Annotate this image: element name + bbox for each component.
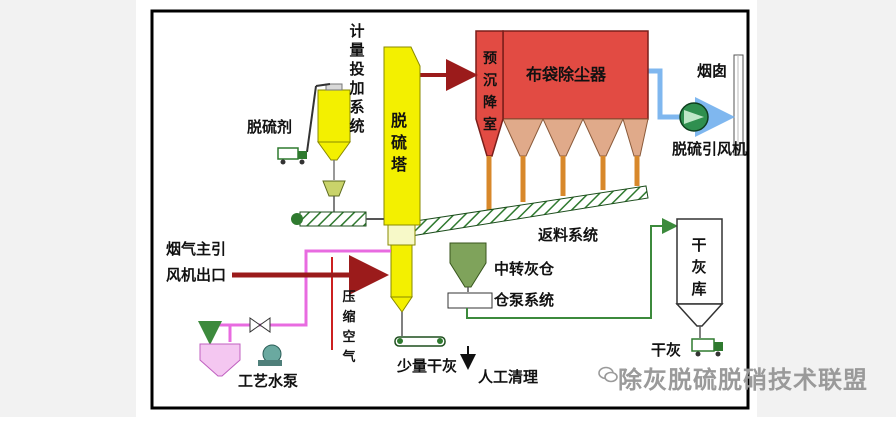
label-manual-clean: 人工清理 [478, 368, 539, 386]
mid-ash-bin [449, 242, 487, 288]
ash-belt-conveyor [394, 336, 446, 347]
belt-roller-2 [437, 338, 443, 344]
label-tower: 脱硫塔 [390, 111, 407, 174]
bag-hopper-4 [622, 118, 649, 157]
label-presettle: 预沉降室 [483, 51, 497, 133]
label-return: 返料系统 [538, 226, 599, 244]
label-flue-inlet-1: 烟气主引 [166, 240, 227, 258]
water-tank [199, 343, 241, 377]
label-flue-inlet-2: 风机出口 [166, 266, 227, 284]
bag-hopper-1 [502, 118, 544, 157]
pump-system-box [447, 292, 493, 309]
label-little-ash: 少量干灰 [397, 357, 458, 375]
label-bag-filter: 布袋除尘器 [526, 65, 607, 84]
bag-filter [502, 30, 649, 120]
ash-truck-icon [691, 338, 723, 357]
label-pump-system: 仓泵系统 [494, 291, 555, 309]
desulfurization-tower [383, 46, 421, 313]
truck-icon [277, 147, 307, 165]
label-mid-ash: 中转灰仓 [494, 260, 555, 278]
desulfurizer-silo [317, 83, 351, 161]
watermark-text: 除灰脱硫脱硝技术联盟 [618, 366, 868, 394]
label-metering: 计量投加系统 [349, 22, 365, 135]
fan-icon [679, 102, 709, 132]
right-band [757, 0, 896, 417]
label-water-pump: 工艺水泵 [238, 372, 299, 390]
silo-top-line [315, 83, 331, 87]
belt-roller-1 [397, 338, 403, 344]
label-dry-ash: 干灰 [651, 341, 682, 359]
label-compressed-air: 压缩空气 [342, 290, 356, 365]
label-fan: 脱硫引风机 [672, 140, 748, 158]
left-band [0, 0, 136, 417]
ash-downpipes [486, 156, 640, 212]
valve-icon [249, 317, 271, 333]
label-dry-ash-silo: 干灰库 [691, 236, 707, 298]
wechat-icon [598, 366, 618, 383]
screw-motor [291, 213, 303, 225]
pump-icon [258, 344, 282, 366]
metering-hopper [322, 180, 346, 197]
pneumatic-line [466, 218, 678, 319]
label-chimney: 烟囱 [697, 62, 728, 80]
presettle-chamber [475, 30, 504, 157]
diagram-border [150, 9, 750, 410]
metering-screw [299, 211, 367, 227]
label-desulfurizer: 脱硫剂 [247, 118, 293, 136]
silo-lift-line [306, 85, 317, 153]
dry-ash-silo [675, 218, 724, 327]
bag-hopper-2 [542, 118, 584, 157]
bag-hopper-3 [582, 118, 624, 157]
